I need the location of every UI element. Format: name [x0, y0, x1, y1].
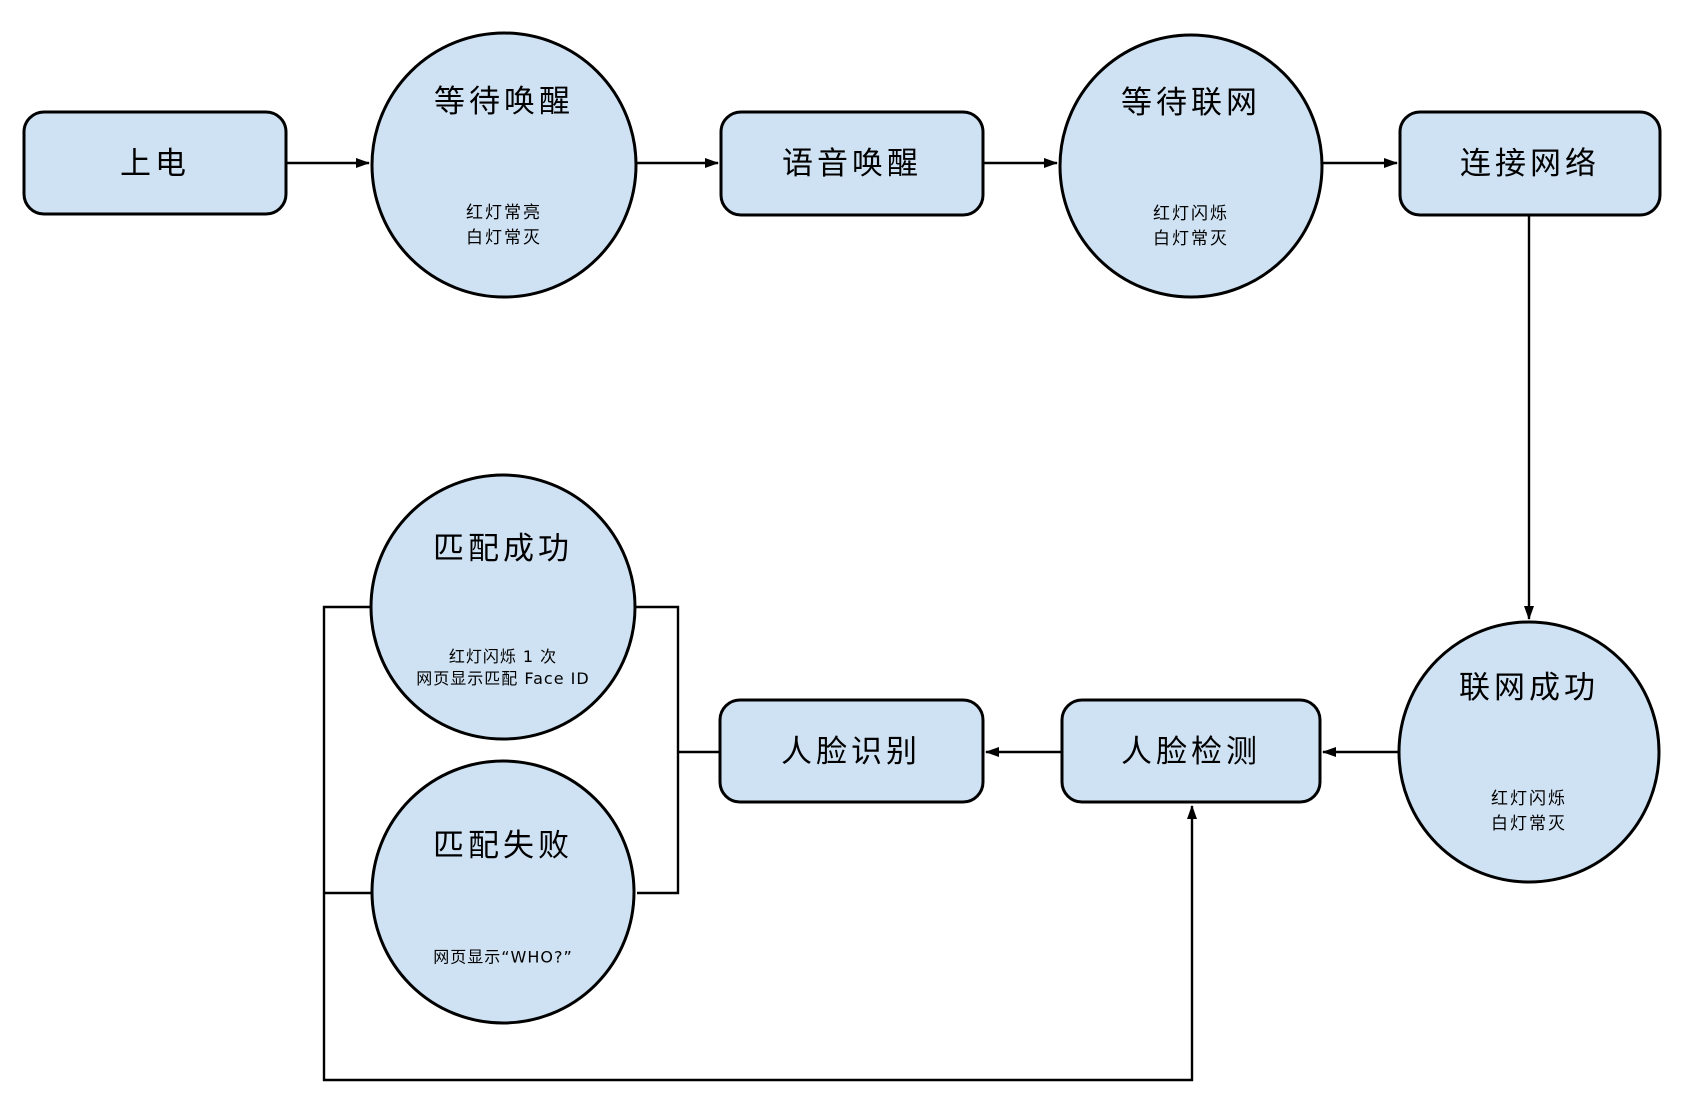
wait-wake-node-shape — [370, 31, 638, 299]
edge-bracket-match-results — [635, 605, 680, 895]
wait-wake-status-line-2: 白灯常灭 — [466, 228, 542, 248]
voice-wake-label: 语音唤醒 — [782, 145, 922, 182]
match-fail-status-line-1: 网页显示“WHO?” — [433, 947, 573, 967]
network-success-node-shape — [1397, 620, 1661, 884]
edge-loop-back-to-face-detect — [322, 605, 1197, 1082]
wait-network-status: 红灯闪烁 白灯常灭 — [1153, 202, 1229, 252]
network-success-status-line-1: 红灯闪烁 — [1491, 789, 1567, 809]
match-success-status-line-2: 网页显示匹配 Face ID — [416, 669, 590, 688]
connect-network-label: 连接网络 — [1460, 145, 1600, 182]
network-success-status-line-2: 白灯常灭 — [1491, 814, 1567, 834]
wait-network-status-line-1: 红灯闪烁 — [1153, 204, 1229, 224]
match-fail-status: 网页显示“WHO?” — [433, 945, 573, 970]
face-detect-label: 人脸检测 — [1121, 733, 1261, 770]
match-fail-node-shape — [370, 759, 636, 1025]
wait-wake-status: 红灯常亮 白灯常灭 — [466, 201, 542, 251]
wait-wake-label: 等待唤醒 — [434, 83, 574, 120]
match-success-status: 红灯闪烁 1 次 网页显示匹配 Face ID — [416, 646, 589, 690]
match-success-label: 匹配成功 — [433, 530, 573, 567]
power-on-label: 上电 — [120, 145, 190, 182]
wait-wake-status-line-1: 红灯常亮 — [466, 203, 542, 223]
network-success-status: 红灯闪烁 白灯常灭 — [1491, 787, 1567, 837]
wait-network-node-shape — [1058, 33, 1324, 299]
match-success-status-line-1: 红灯闪烁 1 次 — [448, 647, 558, 666]
face-recognize-label: 人脸识别 — [781, 733, 921, 770]
wait-network-label: 等待联网 — [1121, 84, 1261, 121]
match-success-node-shape — [369, 473, 637, 741]
match-fail-label: 匹配失败 — [433, 827, 573, 864]
network-success-label: 联网成功 — [1459, 669, 1599, 706]
wait-network-status-line-2: 白灯常灭 — [1153, 229, 1229, 249]
